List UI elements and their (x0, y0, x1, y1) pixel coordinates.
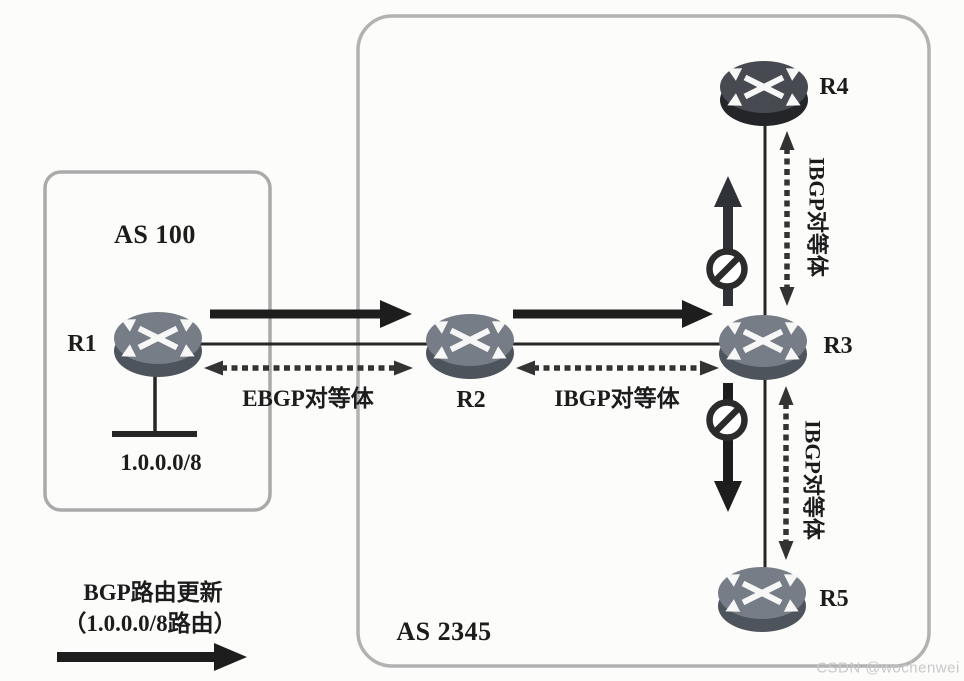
route-update-arrow-r1-r2 (210, 300, 412, 328)
router-r1-icon (114, 312, 202, 377)
no-entry-icon-r3-r4 (710, 252, 745, 287)
no-entry-icon-r3-r5 (710, 403, 745, 438)
router-r2-icon (426, 314, 514, 379)
ibgp-peer-arrow-r3-r4 (779, 131, 795, 306)
ibgp-peer-label-r3-r5: IBGP对等体 (800, 420, 826, 540)
router-r5-icon (718, 567, 806, 632)
router-r4-icon (720, 61, 808, 126)
router-r3-label: R3 (823, 333, 853, 360)
as100-box (43, 170, 272, 512)
watermark: CSDN @wochenwei (816, 659, 960, 677)
router-r2-label: R2 (456, 387, 486, 414)
router-r3-icon (719, 315, 807, 380)
ebgp-peer-arrow-r1-r2 (204, 360, 413, 376)
router-r4-label: R4 (819, 74, 849, 101)
ibgp-peer-label-r3-r4: IBGP对等体 (804, 157, 830, 277)
network-prefix-label: 1.0.0.0/8 (120, 449, 202, 475)
ibgp-peer-label-r2-r3: IBGP对等体 (554, 385, 680, 411)
router-r5-label: R5 (819, 586, 849, 613)
legend-route-update-arrow (57, 643, 247, 671)
as2345-box (356, 14, 931, 668)
legend-subtitle: （1.0.0.0/8路由） (63, 610, 237, 636)
as2345-label: AS 2345 (396, 617, 492, 647)
as100-label: AS 100 (114, 220, 196, 250)
ibgp-peer-arrow-r2-r3 (516, 360, 719, 376)
router-r1-label: R1 (67, 331, 97, 358)
ebgp-peer-label: EBGP对等体 (242, 385, 374, 411)
legend-title: BGP路由更新 (83, 579, 223, 605)
ibgp-peer-arrow-r3-r5 (778, 386, 794, 560)
route-update-arrow-r2-r3 (513, 300, 713, 328)
